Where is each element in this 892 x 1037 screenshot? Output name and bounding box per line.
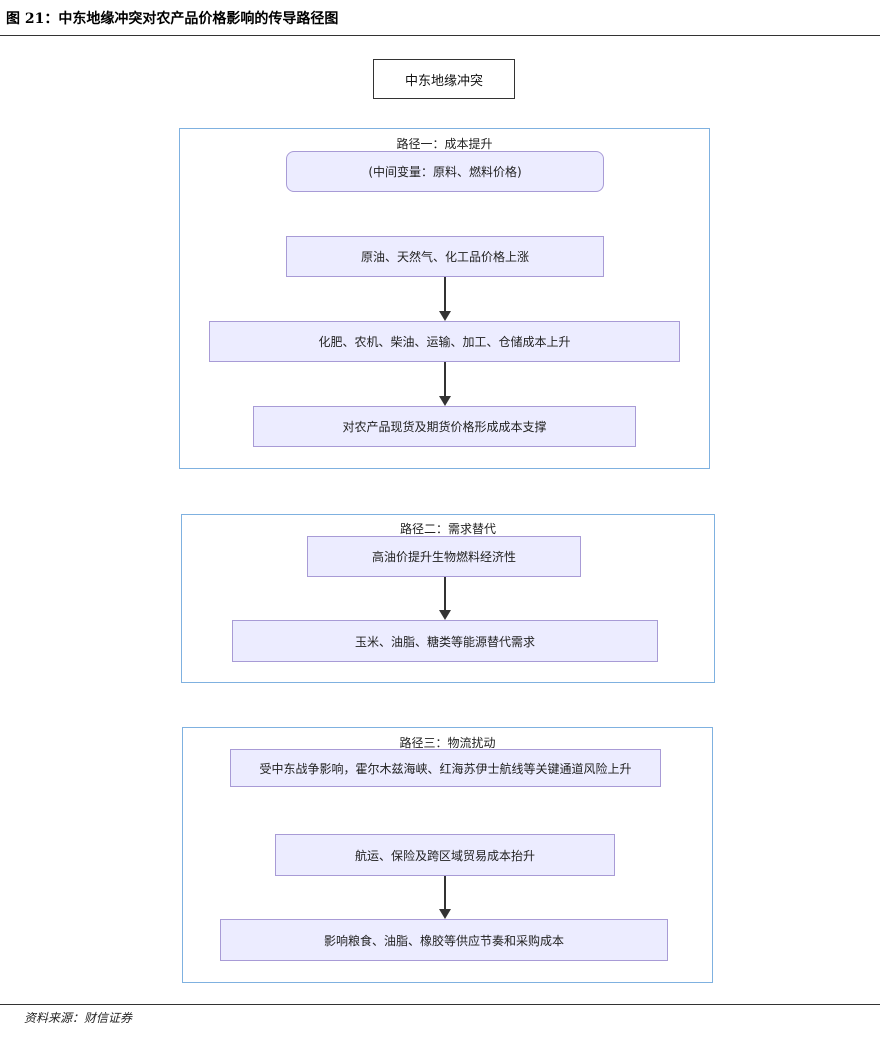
path-3-step-2: 航运、保险及跨区域贸易成本抬升	[275, 834, 615, 876]
path-2-step-2: 玉米、油脂、糖类等能源替代需求	[232, 620, 658, 662]
figure-title: 图 21：中东地缘冲突对农产品价格影响的传导路径图	[6, 11, 339, 27]
root-node: 中东地缘冲突	[373, 59, 515, 99]
path-2-title: 路径二：需求替代	[399, 522, 496, 536]
path-1-intermediate-node: (中间变量：原料、燃料价格)	[286, 151, 604, 192]
path-1-step-3: 对农产品现货及期货价格形成成本支撑	[253, 406, 636, 447]
path-2-step-1: 高油价提升生物燃料经济性	[307, 536, 581, 577]
path-2-arrow-1	[439, 577, 451, 620]
bottom-rule	[0, 1004, 880, 1005]
top-rule	[0, 35, 880, 36]
path-1-title: 路径一：成本提升	[396, 137, 493, 151]
path-1-step-2: 化肥、农机、柴油、运输、加工、仓储成本上升	[209, 321, 680, 362]
path-1-step-1: 原油、天然气、化工品价格上涨	[286, 236, 604, 277]
path-3-step-3: 影响粮食、油脂、橡胶等供应节奏和采购成本	[220, 919, 668, 961]
path-1-arrow-2	[439, 362, 451, 406]
path-3-step-1: 受中东战争影响，霍尔木兹海峡、红海苏伊士航线等关键通道风险上升	[230, 749, 661, 787]
path-1-arrow-1	[439, 277, 451, 321]
path-3-arrow-1	[439, 876, 451, 919]
source-note: 资料来源：财信证券	[24, 1011, 133, 1025]
path-3-title: 路径三：物流扰动	[399, 736, 496, 750]
